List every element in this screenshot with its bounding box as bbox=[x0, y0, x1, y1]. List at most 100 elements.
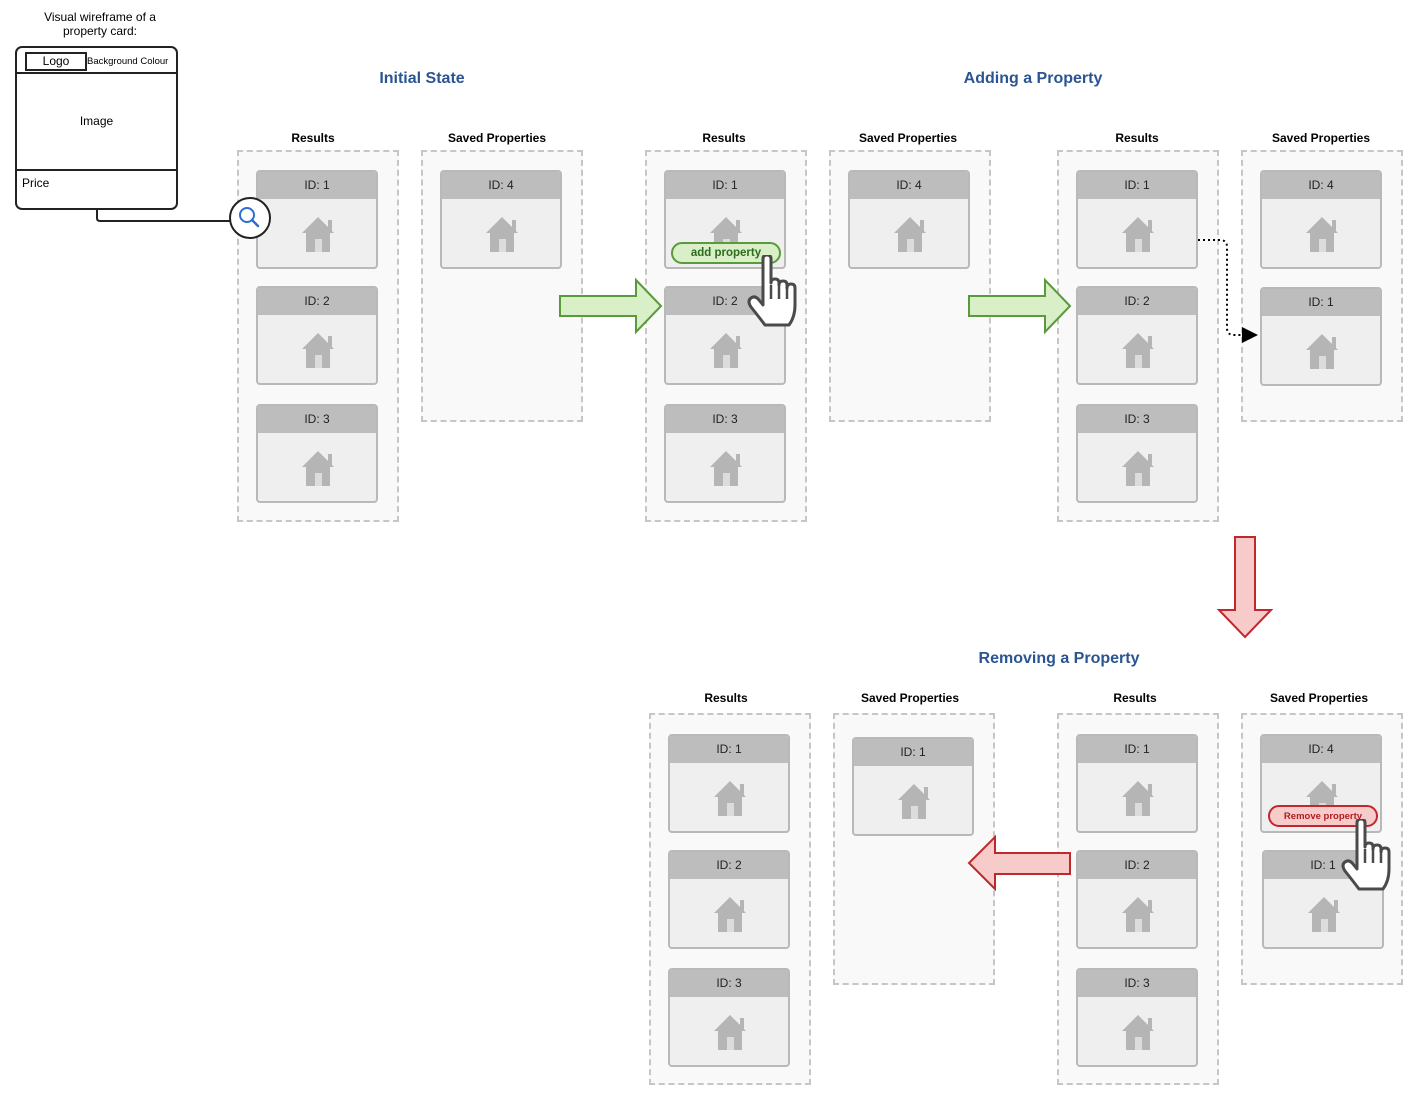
magnifier-icon bbox=[229, 197, 271, 239]
card-id: ID: 2 bbox=[670, 852, 788, 879]
card-id: ID: 3 bbox=[670, 970, 788, 997]
card-image bbox=[1078, 763, 1196, 831]
wireframe-card: Logo Background Colour Image Price bbox=[15, 46, 178, 210]
property-card[interactable]: ID: 2 bbox=[256, 286, 378, 385]
card-id: ID: 3 bbox=[1078, 970, 1196, 997]
label-results-initial: Results bbox=[291, 131, 335, 145]
property-card[interactable]: ID: 3 bbox=[1076, 968, 1198, 1067]
property-card[interactable]: ID: 4 bbox=[440, 170, 562, 269]
card-image bbox=[442, 199, 560, 267]
card-id: ID: 1 bbox=[670, 736, 788, 763]
card-id: ID: 2 bbox=[258, 288, 376, 315]
label-results-removing-before: Results bbox=[1113, 691, 1157, 705]
property-card[interactable]: ID: 1 bbox=[668, 734, 790, 833]
remove-flow-arrow-left bbox=[967, 834, 1071, 892]
label-results-adding-before: Results bbox=[702, 131, 746, 145]
remove-property-button[interactable]: Remove property bbox=[1268, 805, 1378, 827]
house-icon bbox=[302, 451, 334, 486]
card-image bbox=[258, 199, 376, 267]
card-id: ID: 3 bbox=[1078, 406, 1196, 433]
house-icon bbox=[1306, 334, 1338, 369]
wireframe-price-divider bbox=[17, 169, 176, 171]
property-card[interactable]: ID: 2 bbox=[668, 850, 790, 949]
card-id: ID: 1 bbox=[258, 172, 376, 199]
add-flow-arrow-1 bbox=[559, 277, 663, 335]
card-id: ID: 1 bbox=[1078, 736, 1196, 763]
property-card[interactable]: ID: 1 bbox=[1076, 734, 1198, 833]
house-icon bbox=[894, 217, 926, 252]
wireframe-background-label: Background Colour bbox=[87, 56, 169, 67]
house-icon bbox=[1122, 781, 1154, 816]
label-results-adding-after: Results bbox=[1115, 131, 1159, 145]
card-image bbox=[670, 997, 788, 1065]
card-id: ID: 4 bbox=[442, 172, 560, 199]
house-icon bbox=[710, 451, 742, 486]
house-icon bbox=[302, 333, 334, 368]
section-title-removing: Removing a Property bbox=[978, 650, 1140, 667]
card-image bbox=[670, 879, 788, 947]
house-icon bbox=[1122, 217, 1154, 252]
property-card[interactable]: ID: 3 bbox=[668, 968, 790, 1067]
card-id: ID: 4 bbox=[850, 172, 968, 199]
label-results-removing-after: Results bbox=[704, 691, 748, 705]
house-icon bbox=[1122, 333, 1154, 368]
wireframe-connector bbox=[96, 210, 230, 222]
card-image bbox=[670, 763, 788, 831]
card-image bbox=[854, 766, 972, 834]
hand-cursor-icon bbox=[1341, 819, 1391, 891]
house-icon bbox=[714, 897, 746, 932]
wireframe-image-label: Image bbox=[79, 114, 114, 128]
add-flow-arrow-2 bbox=[968, 277, 1072, 335]
card-id: ID: 2 bbox=[1078, 852, 1196, 879]
property-card[interactable]: ID: 2 bbox=[1076, 850, 1198, 949]
label-saved-adding-after: Saved Properties bbox=[1271, 131, 1371, 145]
label-saved-initial: Saved Properties bbox=[447, 131, 547, 145]
remove-flow-arrow-down bbox=[1216, 536, 1274, 639]
property-card[interactable]: ID: 2 bbox=[1076, 286, 1198, 385]
card-image bbox=[666, 315, 784, 383]
property-card[interactable]: ID: 1 bbox=[852, 737, 974, 836]
house-icon bbox=[486, 217, 518, 252]
card-image bbox=[258, 315, 376, 383]
section-title-initial: Initial State bbox=[379, 70, 465, 87]
house-icon bbox=[1306, 217, 1338, 252]
hand-cursor-icon bbox=[747, 255, 797, 327]
section-title-adding: Adding a Property bbox=[963, 70, 1103, 87]
add-property-button[interactable]: add property bbox=[671, 242, 781, 264]
card-image bbox=[1078, 199, 1196, 267]
card-id: ID: 3 bbox=[258, 406, 376, 433]
label-saved-adding-before: Saved Properties bbox=[858, 131, 958, 145]
card-image bbox=[1264, 879, 1382, 947]
wireframe-caption: Visual wireframe of a property card: bbox=[44, 10, 156, 38]
house-icon bbox=[714, 1015, 746, 1050]
house-icon bbox=[1122, 897, 1154, 932]
house-icon bbox=[710, 333, 742, 368]
card-image bbox=[1078, 879, 1196, 947]
property-card[interactable]: ID: 3 bbox=[664, 404, 786, 503]
card-id: ID: 4 bbox=[1262, 736, 1380, 763]
card-id: ID: 1 bbox=[666, 172, 784, 199]
move-dotted-connector bbox=[1198, 239, 1258, 343]
wireframe-logo-box: Logo bbox=[25, 52, 87, 71]
property-card[interactable]: ID: 3 bbox=[256, 404, 378, 503]
house-icon bbox=[898, 784, 930, 819]
house-icon bbox=[1122, 1015, 1154, 1050]
card-image bbox=[1078, 433, 1196, 501]
property-card[interactable]: ID: 1 bbox=[1260, 287, 1382, 386]
house-icon bbox=[714, 781, 746, 816]
house-icon bbox=[1308, 897, 1340, 932]
card-image bbox=[1262, 316, 1380, 384]
label-saved-removing-before: Saved Properties bbox=[1269, 691, 1369, 705]
card-image bbox=[258, 433, 376, 501]
card-id: ID: 3 bbox=[666, 406, 784, 433]
card-id: ID: 2 bbox=[1078, 288, 1196, 315]
house-icon bbox=[302, 217, 334, 252]
property-card[interactable]: ID: 4 bbox=[1260, 170, 1382, 269]
house-icon bbox=[1122, 451, 1154, 486]
property-card[interactable]: ID: 1 bbox=[1076, 170, 1198, 269]
card-image bbox=[1078, 997, 1196, 1065]
property-card[interactable]: ID: 4 bbox=[848, 170, 970, 269]
card-id: ID: 1 bbox=[854, 739, 972, 766]
property-card[interactable]: ID: 3 bbox=[1076, 404, 1198, 503]
